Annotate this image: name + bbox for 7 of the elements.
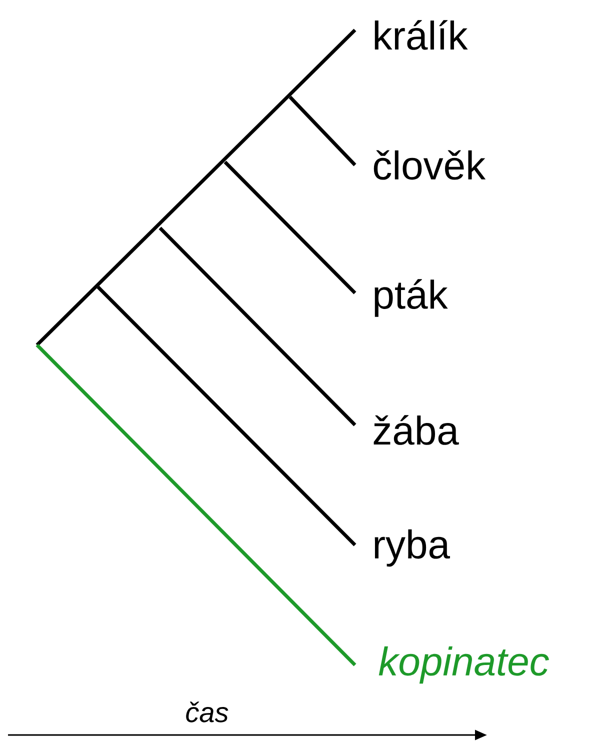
taxon-label: kopinatec <box>378 646 549 684</box>
axis-label: čas <box>186 702 228 722</box>
taxon-label: králík <box>374 20 468 50</box>
taxon-label: člověk <box>374 150 486 180</box>
taxon-label: pták <box>374 279 448 317</box>
taxon-label: ryba <box>374 529 450 567</box>
taxon-label: žába <box>374 415 459 445</box>
